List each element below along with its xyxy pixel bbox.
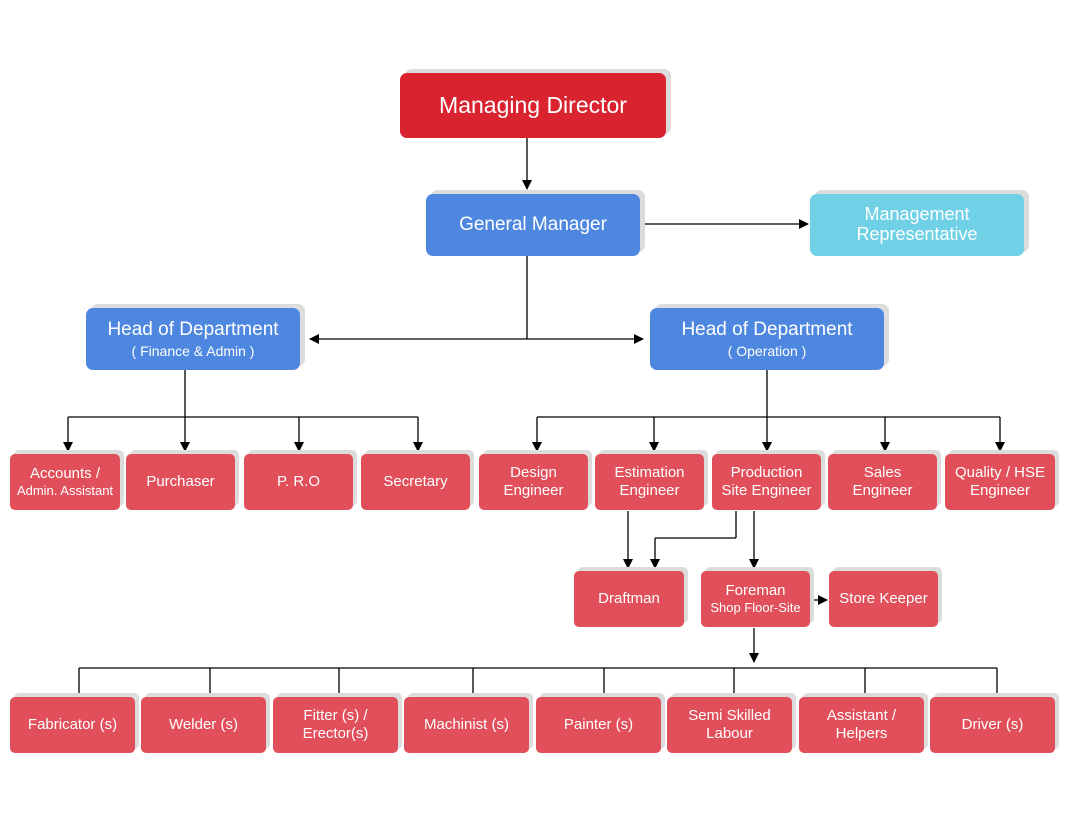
node-label-line2: Helpers [835, 725, 888, 742]
node-label: Machinist (s) [423, 716, 509, 733]
node-purchaser: Purchaser [126, 454, 235, 510]
node-label: Fabricator (s) [27, 716, 118, 733]
node-general-manager: General Manager [426, 194, 640, 256]
node-painter: Painter (s) [536, 697, 661, 753]
node-assistant-helpers: Assistant / Helpers [799, 697, 924, 753]
node-label-line2: Engineer [619, 482, 680, 499]
node-hod-finance: Head of Department ( Finance & Admin ) [86, 308, 300, 370]
node-label-line1: Assistant / [826, 707, 897, 724]
node-label-line2: Representative [856, 224, 978, 244]
node-label-line2: Erector(s) [302, 725, 369, 742]
node-design-engineer: Design Engineer [479, 454, 588, 510]
node-label: Purchaser [146, 473, 215, 490]
node-fitter-erector: Fitter (s) / Erector(s) [273, 697, 398, 753]
node-pro: P. R.O [244, 454, 353, 510]
node-label-line1: Sales [863, 464, 902, 481]
node-label-line2: Shop Floor-Site [710, 600, 801, 616]
node-label: Store Keeper [839, 590, 928, 607]
node-label-line2: Engineer [969, 482, 1031, 499]
node-subtitle: ( Operation ) [727, 342, 807, 359]
node-label: P. R.O [276, 473, 321, 490]
node-management-representative: Management Representative [810, 194, 1024, 256]
node-label-line1: Design [510, 464, 557, 481]
node-quality-hse-engineer: Quality / HSE Engineer [945, 454, 1055, 510]
node-label: Driver (s) [961, 716, 1024, 733]
node-sales-engineer: Sales Engineer [828, 454, 937, 510]
node-label-line1: Estimation [614, 464, 685, 481]
node-label-line1: Management [864, 204, 970, 225]
node-label-line2: Engineer [852, 482, 913, 499]
node-label-line1: Quality / HSE [954, 464, 1046, 481]
node-label-line1: Foreman [725, 582, 786, 600]
node-label: Draftman [598, 590, 660, 607]
node-label-line1: Accounts / [29, 465, 101, 483]
node-label-line2: Engineer [503, 482, 564, 499]
node-subtitle: ( Finance & Admin ) [131, 342, 255, 359]
node-label-line2: Admin. Assistant [16, 483, 114, 499]
node-managing-director: Managing Director [400, 73, 666, 138]
node-title: Head of Department [681, 319, 853, 341]
node-label-line1: Semi Skilled [688, 707, 771, 724]
node-draftman: Draftman [574, 571, 684, 627]
node-title: Head of Department [107, 319, 279, 341]
node-label-line1: Fitter (s) / [303, 707, 368, 724]
node-estimation-engineer: Estimation Engineer [595, 454, 704, 510]
node-accounts-admin-assistant: Accounts / Admin. Assistant [10, 454, 120, 510]
node-secretary: Secretary [361, 454, 470, 510]
node-label: Welder (s) [169, 716, 238, 733]
node-foreman: Foreman Shop Floor-Site [701, 571, 810, 627]
node-label: General Manager [459, 214, 607, 236]
node-label: Secretary [383, 473, 448, 490]
node-production-site-engineer: Production Site Engineer [712, 454, 821, 510]
node-label: Painter (s) [563, 716, 634, 733]
node-hod-operation: Head of Department ( Operation ) [650, 308, 884, 370]
node-label-line2: Labour [706, 725, 753, 742]
node-label: Managing Director [439, 92, 627, 119]
node-machinist: Machinist (s) [404, 697, 529, 753]
node-label-line2: Site Engineer [721, 482, 812, 499]
node-store-keeper: Store Keeper [829, 571, 938, 627]
node-welder: Welder (s) [141, 697, 266, 753]
node-fabricator: Fabricator (s) [10, 697, 135, 753]
node-label-line1: Production [730, 464, 803, 481]
node-semi-skilled-labour: Semi Skilled Labour [667, 697, 792, 753]
node-driver: Driver (s) [930, 697, 1055, 753]
